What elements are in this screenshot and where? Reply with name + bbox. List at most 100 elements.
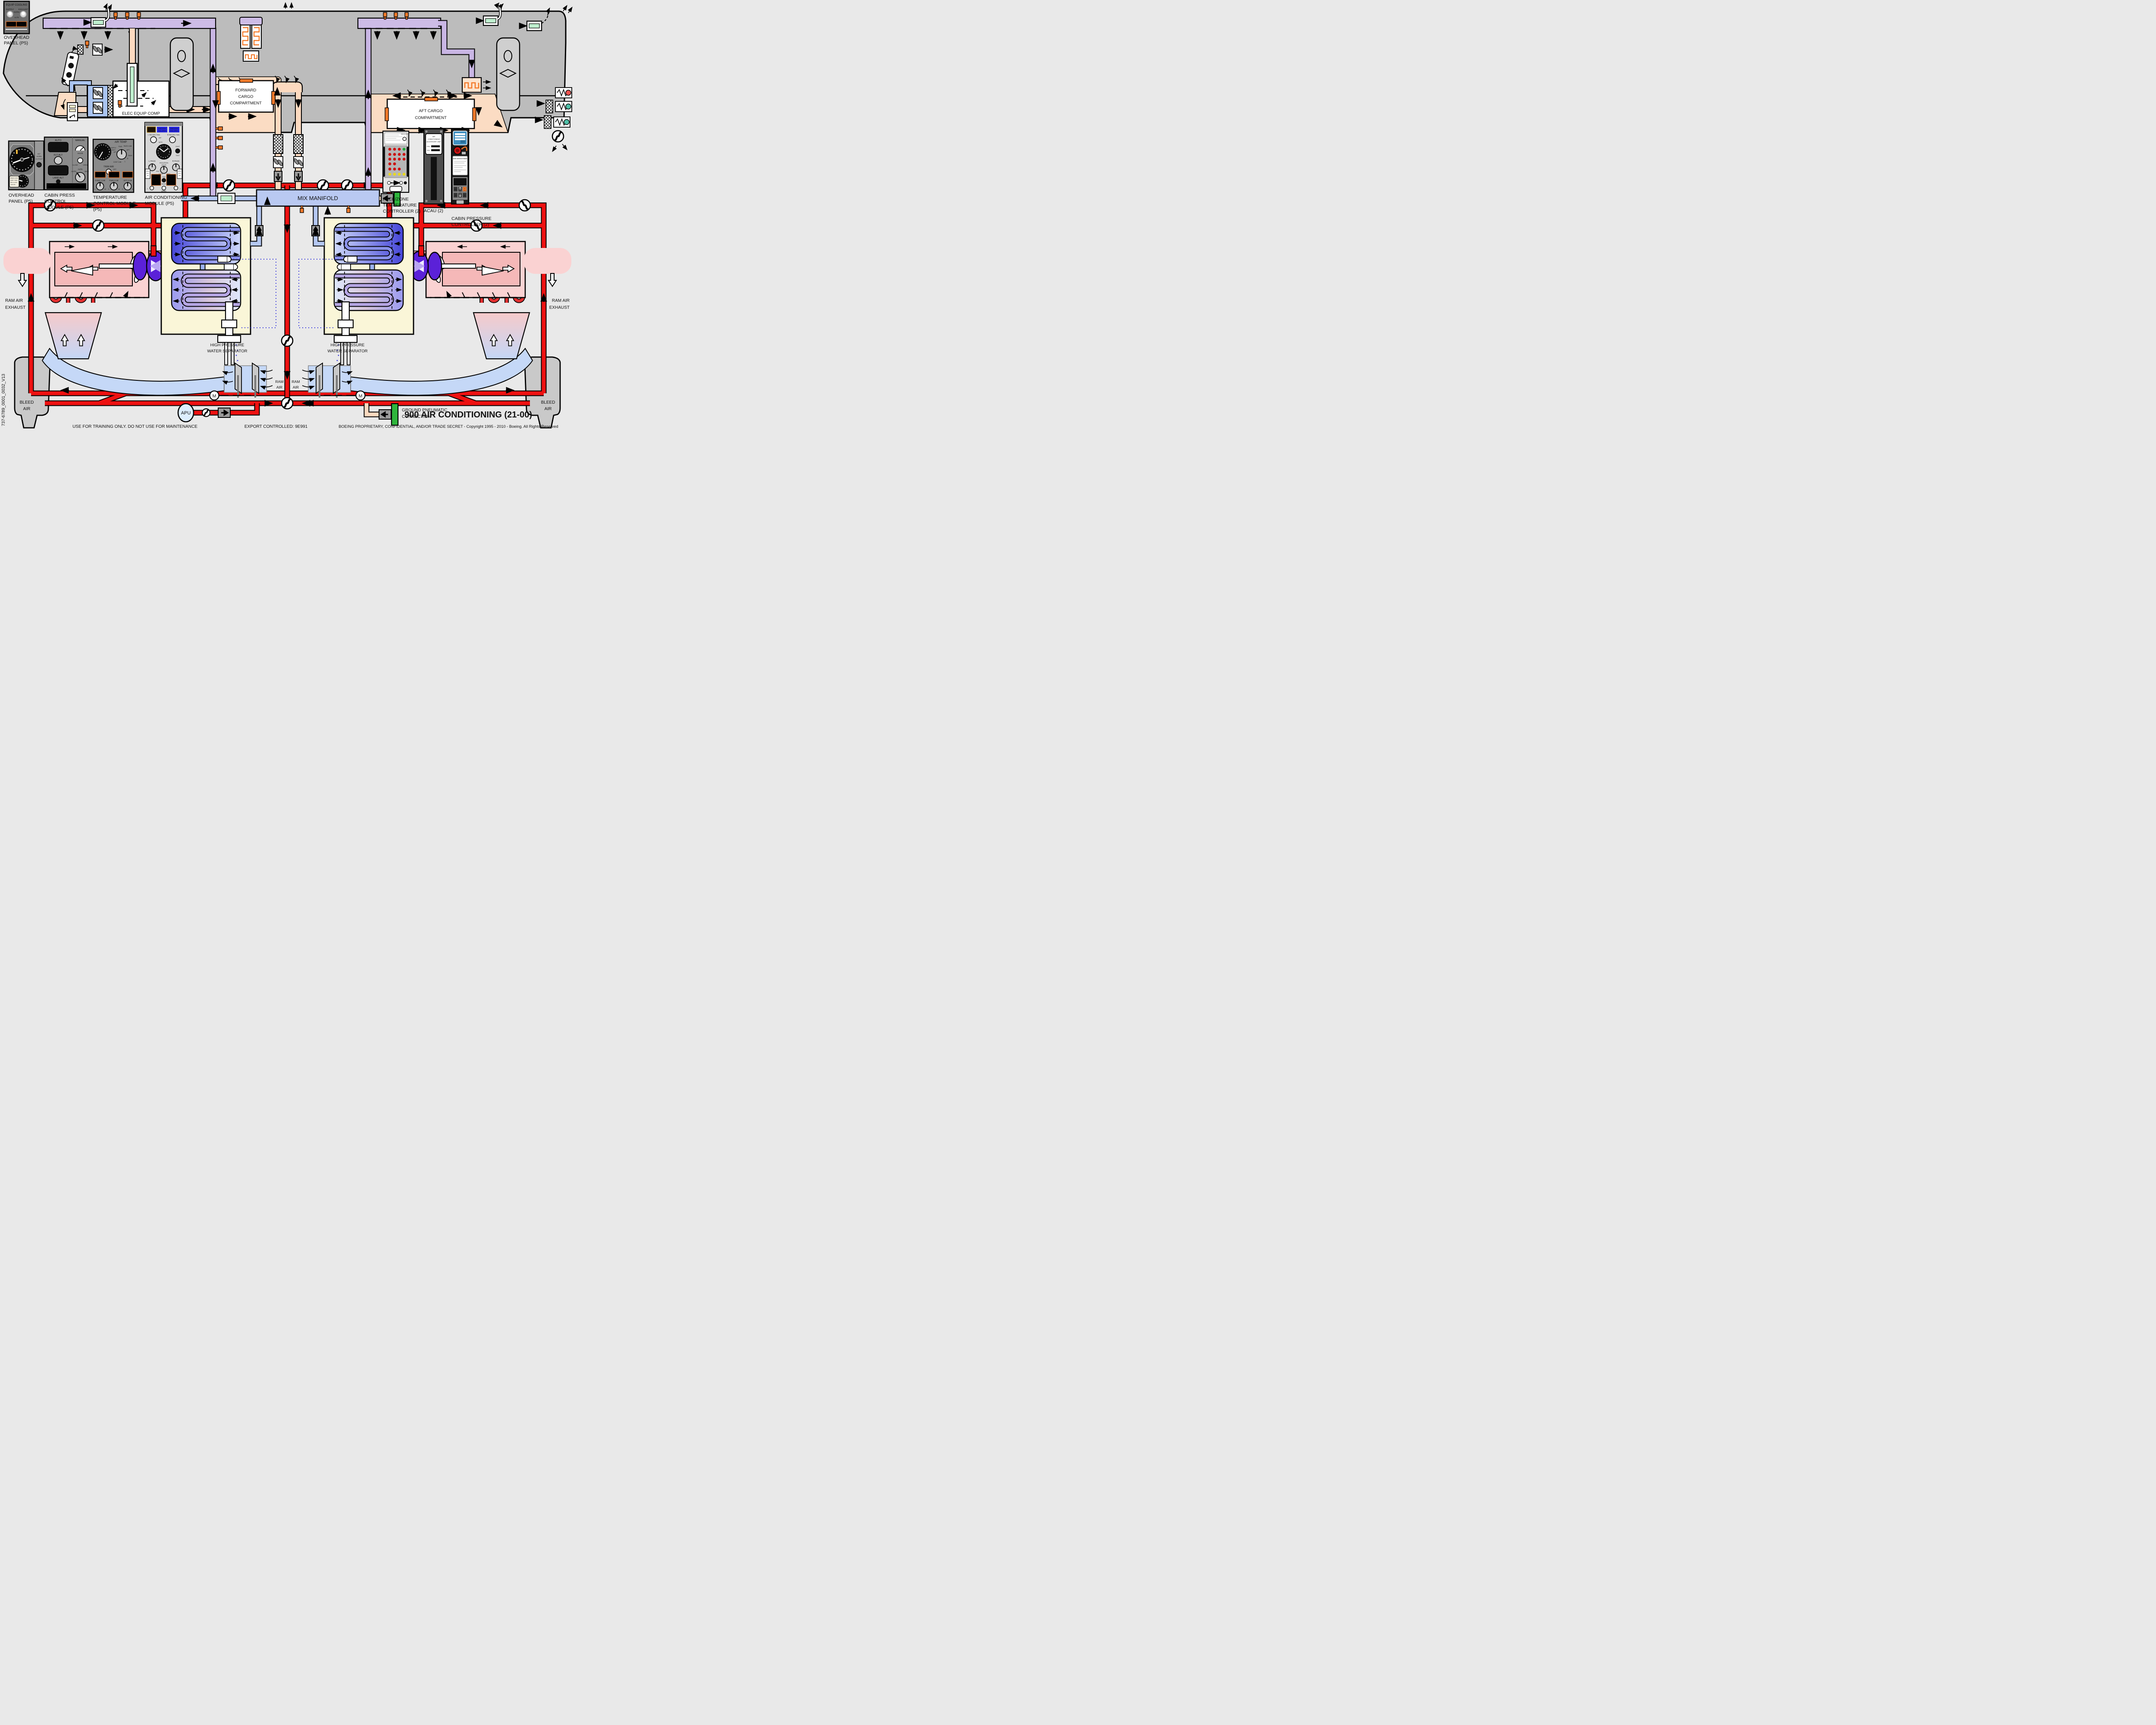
cpc-label: CABIN PRESSURE [451,216,492,221]
cabin-press-module-label: CONTROL [44,199,66,204]
svg-text:ZONE: ZONE [112,173,116,175]
trim-valve-icon [93,220,104,231]
temp-module-label: TEMPERATURE [93,195,127,200]
r-recirc-switch[interactable] [169,136,176,143]
aft-cargo-box: AFT CARGO COMPARTMENT [385,89,503,134]
alt-horn-cutout-button[interactable] [36,162,42,168]
svg-text:AIR: AIR [276,385,282,389]
recirc-check-valve-icon [273,170,283,182]
svg-text:WING: WING [146,170,150,172]
left-pack-assembly [3,182,288,429]
r-pack-label: R PACK [172,160,180,162]
svg-text:BLEED: BLEED [169,182,173,184]
sn-label: S/N [427,150,430,151]
outflow-valve-icon [552,131,564,142]
altn-label: ALTN [78,168,82,170]
overhead-panel-label: OVERHEAD [9,193,34,198]
bleed-air-label-right: BLEED [541,400,555,405]
svg-text:TEMP: TEMP [98,176,103,177]
svg-text:WING-BODY: WING-BODY [168,178,175,180]
svg-text:FULL OPEN: FULL OPEN [158,130,166,132]
trip-label: TRIP [162,176,166,178]
svg-text:PACK: PACK [169,176,173,177]
cpc-keypad[interactable]: MENU ON OFF YES NO [453,186,467,198]
svg-text:ZONE: ZONE [125,173,130,175]
svg-text:MENU: MENU [454,189,457,190]
recirc-columns [272,75,304,190]
fwd-cab-knob-label: FWD CAB [109,179,118,182]
press-test-button[interactable] [402,137,407,141]
bleed-2-switch[interactable] [173,185,179,191]
apu [177,403,194,423]
cab-alt-table-row: CAB ALT | LAND ALT 2000 4000 6000 8000 [48,185,76,186]
r-label: R [127,158,128,160]
ram-air-label-left: RAM [276,380,284,384]
press-diff-placard: LIMIT: TAKE [10,179,18,181]
elec-equip-comp: ELEC EQUIP COMP [112,80,170,118]
press-test-label: PRESS/TEST [401,133,408,135]
alt-horn-label: CUTOUT [35,158,43,160]
svg-text:ZONE: ZONE [98,173,103,175]
fwd-cargo-label: FORWARD [235,88,257,93]
preconditioned-air-inlet [379,191,401,207]
l-recirc-switch[interactable] [150,136,157,143]
svg-text:W: W [104,188,106,190]
page-title: 900 AIR CONDITIONING (21-00) [404,410,532,420]
doc-number: 737-6789_0001_0032_V13 [1,373,6,426]
svg-text:AUTO: AUTO [159,141,163,143]
svg-text:BLEED: BLEED [161,191,166,192]
pack-label: PACK [128,155,132,157]
r-recirc-fan-label: R RECIRC FAN [167,134,179,136]
apu-label: APU [181,411,191,416]
fan-spinner [71,266,93,276]
apu-bleed-switch[interactable] [161,185,166,191]
ram-exhaust-stub [3,248,51,274]
temp-gauge-label: TEMP [100,149,105,151]
cont-cab-knob-label: CONT CAB [95,179,105,182]
fwd-cargo-label: CARGO [238,94,254,99]
fwd-cargo-box: FORWARD CARGO COMPARTMENT [212,77,281,120]
primary-heat-exchanger [171,223,241,265]
lavatory-left [169,37,194,111]
ram-door-annunciator [169,127,179,132]
recirc-fan-icon [272,156,284,168]
temp-control-module: TEMP AIR TEMP PASS CAB SUPPLY DUCT FWD A… [92,138,136,212]
motor-label-left: M [213,394,216,399]
svg-text:OPEN: OPEN [166,173,170,175]
diagram-stage: MIX MANIFOLD [0,0,575,431]
aft-label: AFT [126,149,130,151]
off-label: OFF [113,169,116,170]
svg-text:EXHAUST: EXHAUST [549,305,570,310]
off-annunciator-text: OFF [9,24,14,26]
water-separator [217,301,241,365]
spray-nozzle [217,256,238,270]
apu-assembly [177,403,260,423]
trip-reset-button[interactable] [162,178,166,182]
land-alt-display [48,165,69,176]
norm-label: NORM [14,11,19,13]
altn-label: ALTN [14,16,19,19]
svg-text:CONDITIONING: CONDITIONING [428,138,440,140]
ram-inlet-louvers [209,362,273,401]
svg-text:OVERHEAT: OVERHEAT [153,180,159,182]
apu-bleed-valve-icon [201,408,211,417]
open-label: OPEN [83,164,88,166]
auto-label: AUTO [55,139,62,142]
pack-zone-label: PACK/ZONE [383,197,409,202]
test-switch-row [387,181,407,184]
flt-alt-knob[interactable] [54,156,63,165]
flt-alt-display [48,142,69,152]
hp-water-separator-label-right: HIGH PRESSURE [331,343,365,348]
valve-toggle[interactable] [77,157,83,163]
zone-temp-knobs[interactable] [96,182,132,191]
ram-air-exhaust-label-left: RAM AIR [5,298,23,303]
equip-cooling-panel: EQUIP COOLING SUPPLY EXHAUST NORM ALTN O… [3,0,30,46]
supply-duct-label: DUCT [111,149,115,151]
ovht-test-button[interactable] [175,148,180,154]
footer-training: USE FOR TRAINING ONLY. DO NOT USE FOR MA… [72,424,197,429]
flt-alt-digits: 88888 [52,146,64,151]
ground-pneumatic-assembly [364,403,399,426]
bleed-1-switch[interactable] [149,185,154,191]
aft-label: AFT [113,151,117,153]
svg-text:BLEED: BLEED [149,130,154,132]
